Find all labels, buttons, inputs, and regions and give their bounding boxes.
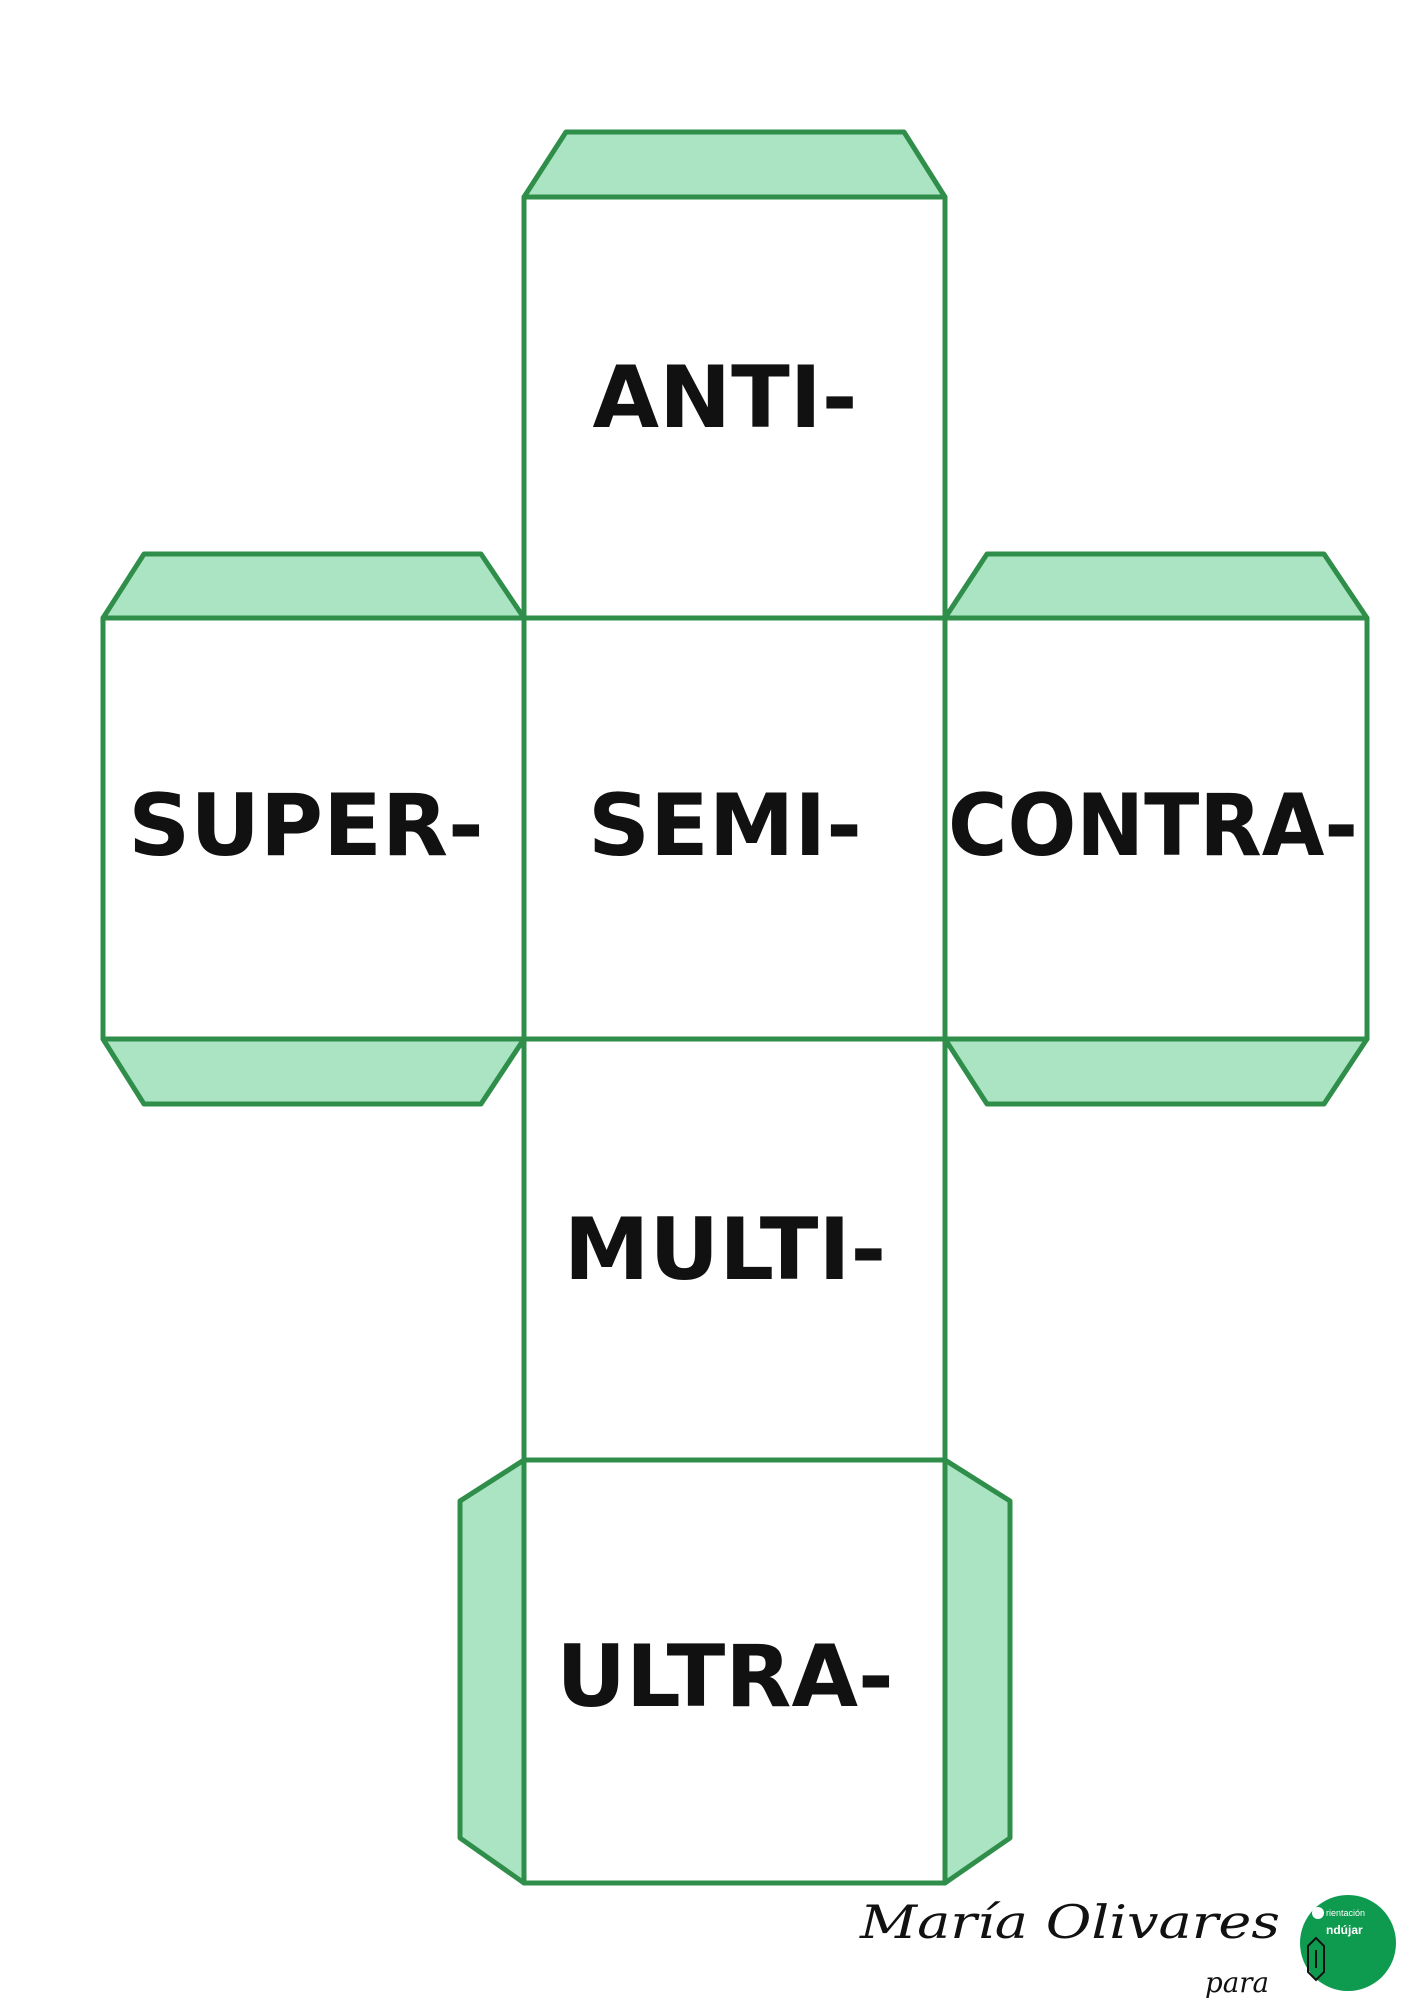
face-bottom <box>521 1457 948 1886</box>
label-anti: ANTI- <box>593 348 858 448</box>
face-left <box>100 615 527 1042</box>
label-semi: SEMI- <box>588 776 862 876</box>
left-bottom-flap <box>100 1036 527 1107</box>
left-top-flap <box>100 551 527 621</box>
face-center <box>521 615 948 1042</box>
label-super: SUPER- <box>128 776 483 876</box>
face-top <box>521 194 948 621</box>
face-right <box>942 615 1370 1042</box>
author-signature: María Olivares <box>859 1895 1280 1949</box>
bottom-right-flap <box>942 1457 1013 1886</box>
para-text: para <box>1205 1966 1269 1999</box>
label-ultra: ULTRA- <box>556 1627 894 1727</box>
label-multi: MULTI- <box>564 1200 886 1300</box>
top-flap <box>521 129 948 200</box>
face-lower <box>521 1036 948 1463</box>
svg-text:ndújar: ndújar <box>1326 1923 1363 1937</box>
right-bottom-flap <box>942 1036 1370 1107</box>
label-contra: CONTRA- <box>948 776 1358 876</box>
right-top-flap <box>942 551 1370 621</box>
bottom-left-flap <box>457 1457 527 1886</box>
orientacion-andujar-logo: rientación ndújar <box>1300 1895 1396 1991</box>
svg-text:rientación: rientación <box>1326 1908 1365 1918</box>
